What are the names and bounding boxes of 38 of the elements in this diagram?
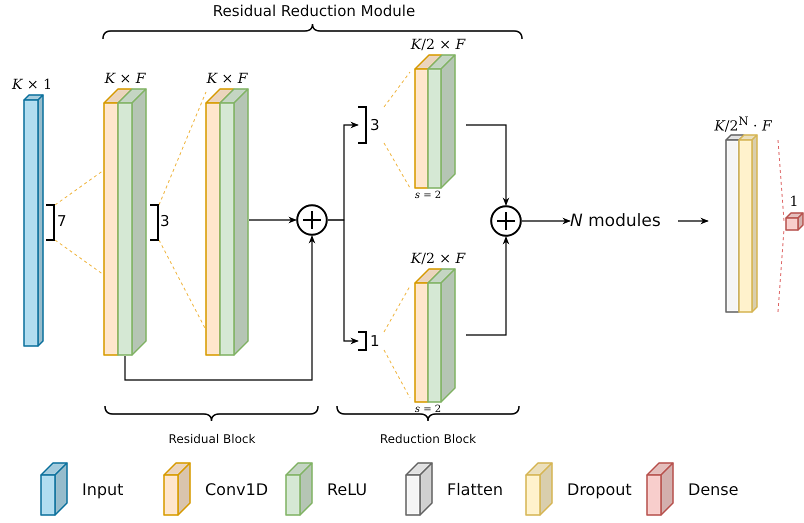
receptive-field-line xyxy=(384,350,410,398)
shape-label: K/2 × F xyxy=(410,250,466,268)
legend-label: Dense xyxy=(688,480,738,498)
receptive-field-line xyxy=(778,228,784,312)
shape-label: K × F xyxy=(104,70,146,88)
legend-label: Flatten xyxy=(447,480,503,498)
stride-label: s = 2 xyxy=(414,404,442,416)
shape-label: K × F xyxy=(206,70,248,88)
legend-label: Dropout xyxy=(567,480,632,498)
sum-node-icon xyxy=(490,205,522,237)
arrow xyxy=(124,235,316,381)
kernel-size-label: 3 xyxy=(160,212,170,230)
modules-label: N modules xyxy=(570,208,661,234)
arrow xyxy=(522,218,571,224)
receptive-field-line xyxy=(778,140,784,222)
block-label: Reduction Block xyxy=(380,432,476,446)
block-label: Residual Block xyxy=(168,432,256,446)
arrow xyxy=(328,219,359,344)
module-title: Residual Reduction Module xyxy=(212,2,416,20)
arrow xyxy=(678,218,709,224)
shape-label: K/2 × F xyxy=(410,36,466,54)
arrow xyxy=(466,124,510,206)
shape-label: 1 xyxy=(790,193,798,211)
legend-label: Conv1D xyxy=(205,480,268,498)
receptive-field-line xyxy=(384,286,410,332)
kernel-size-label: 7 xyxy=(57,212,67,230)
kernel-size-label: 1 xyxy=(370,332,380,350)
legend-label: ReLU xyxy=(327,480,368,498)
receptive-field-line xyxy=(384,142,410,188)
legend-label: Input xyxy=(82,480,124,498)
shape-label: K/2$^{N}$ · F xyxy=(714,113,772,136)
sum-node-icon xyxy=(296,204,328,236)
arrow xyxy=(249,216,297,224)
arrow xyxy=(466,236,510,336)
shape-label: K × 1 xyxy=(12,76,52,94)
receptive-field-line xyxy=(384,72,410,108)
stride-label: s = 2 xyxy=(414,190,442,202)
kernel-size-label: 3 xyxy=(370,116,380,134)
